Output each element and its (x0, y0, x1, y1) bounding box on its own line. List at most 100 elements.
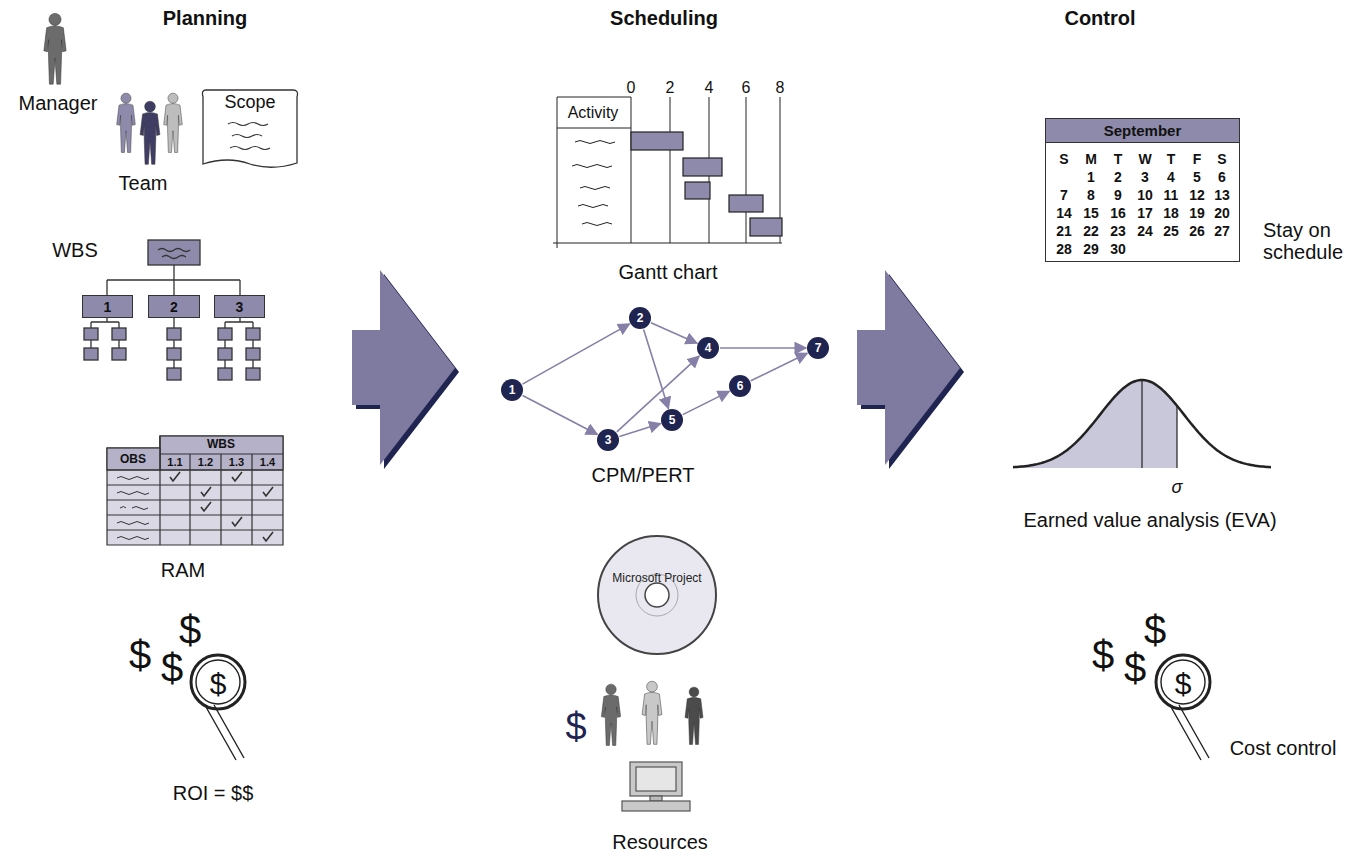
wbs-tree (167, 348, 181, 360)
node-text: Scope (200, 88, 300, 113)
magnifier (191, 655, 245, 709)
magnifier (1156, 655, 1210, 760)
node-text: Microsoft Project (599, 571, 715, 585)
figure-label: Team (119, 172, 168, 194)
column-heading: Scheduling (610, 7, 718, 29)
magnifier (191, 655, 245, 760)
curve-line (1013, 380, 1271, 467)
weekday-letter: T (1167, 152, 1176, 167)
weekday-letter: M (1085, 152, 1097, 167)
dollar-sign: $ (1144, 608, 1166, 652)
arrow-connector (617, 356, 699, 432)
table-header (107, 448, 160, 470)
figure-label: Manager (19, 92, 98, 114)
network-node: 1 (501, 379, 523, 401)
wbs-tree (167, 328, 181, 340)
node-text: 2 (170, 299, 178, 315)
gantt-chart (553, 97, 782, 248)
process-arrow (857, 270, 964, 469)
people-figures (44, 13, 703, 745)
node-text: 3 (236, 299, 244, 315)
calendar-date: 4 (1167, 170, 1175, 185)
node-text: 3 (605, 433, 612, 447)
node-text: 1 (104, 299, 112, 315)
wbs-tree (218, 328, 232, 340)
wbs-tree (112, 348, 126, 360)
arrow-connector (683, 391, 730, 414)
wbs-tree (84, 348, 98, 360)
node-text: September (1046, 119, 1239, 143)
dollar-sign: $ (1124, 646, 1146, 690)
calendar-date: 10 (1137, 188, 1153, 203)
computer-icon (622, 801, 690, 811)
resource-figure (601, 684, 620, 745)
calendar-date: 26 (1189, 224, 1205, 239)
table-cell: 1.4 (260, 456, 275, 468)
calendar-date: 17 (1137, 206, 1153, 221)
figure-label: Resources (612, 831, 708, 853)
calendar-date: 18 (1163, 206, 1179, 221)
figure-label: Gantt chart (619, 261, 718, 283)
dollar-sign: $ (565, 707, 586, 749)
calendar-date: 6 (1218, 170, 1226, 185)
wbs-tree (84, 328, 98, 340)
squiggle (117, 477, 149, 540)
gantt-bar (729, 195, 763, 212)
team-figure (164, 93, 183, 152)
computer-icon (630, 762, 682, 796)
calendar-date: 15 (1083, 206, 1099, 221)
calendar-date: 22 (1083, 224, 1099, 239)
weekday-letter: S (1217, 152, 1226, 167)
team-figure (140, 101, 160, 164)
cross-mark (1138, 189, 1152, 203)
check-mark (170, 472, 273, 541)
table-grid (107, 436, 283, 545)
magnifier (1171, 705, 1209, 760)
sigma-symbol: σ (1172, 478, 1183, 498)
resource-figure (642, 681, 662, 744)
column-heading: Planning (163, 7, 247, 29)
computer-icon (622, 762, 690, 811)
dollar-sign: $ (1092, 633, 1114, 677)
wbs-tree (246, 368, 260, 380)
gantt-bar (631, 132, 782, 236)
wbs-tree (218, 348, 232, 360)
wbs-tree (112, 328, 126, 340)
magnifier (196, 660, 240, 704)
process-arrow (352, 270, 455, 465)
network-node: 2 (629, 307, 651, 329)
calendar-date: 24 (1137, 224, 1153, 239)
table-cell: 1.2 (198, 456, 213, 468)
node-text: 4 (705, 341, 712, 355)
reference-line (1142, 380, 1177, 468)
dollar-sign: $ (129, 633, 151, 677)
calendar-date: 23 (1110, 224, 1126, 239)
figure-label: ROI = $$ (173, 782, 254, 804)
computer-icon (650, 796, 662, 801)
gantt-bar (631, 132, 683, 150)
wbs-tree (246, 348, 260, 360)
figure-label: Cost control (1230, 737, 1337, 759)
magnifier (1156, 655, 1210, 709)
squiggle (228, 123, 270, 150)
axis-tick: 4 (705, 79, 714, 97)
squiggle (158, 249, 190, 259)
disc-hole (599, 537, 715, 653)
dollar-sign: $ (179, 608, 201, 652)
axis-tick: 2 (666, 79, 675, 97)
dollar-sign: $ (161, 646, 183, 690)
calendar-date: 13 (1214, 188, 1230, 203)
wbs-box: 2 (148, 295, 200, 318)
figure-label: RAM (161, 559, 205, 581)
wbs-tree (246, 328, 260, 340)
magnifier (206, 705, 244, 760)
node-text: 2 (637, 311, 644, 325)
calendar-date: 21 (1056, 224, 1072, 239)
weekday-letter: F (1193, 152, 1202, 167)
squiggle (572, 141, 615, 226)
gantt-bar (750, 218, 782, 236)
arrow-connector (720, 347, 806, 349)
calendar-date: 25 (1163, 224, 1179, 239)
table-cell: 1.1 (167, 456, 182, 468)
